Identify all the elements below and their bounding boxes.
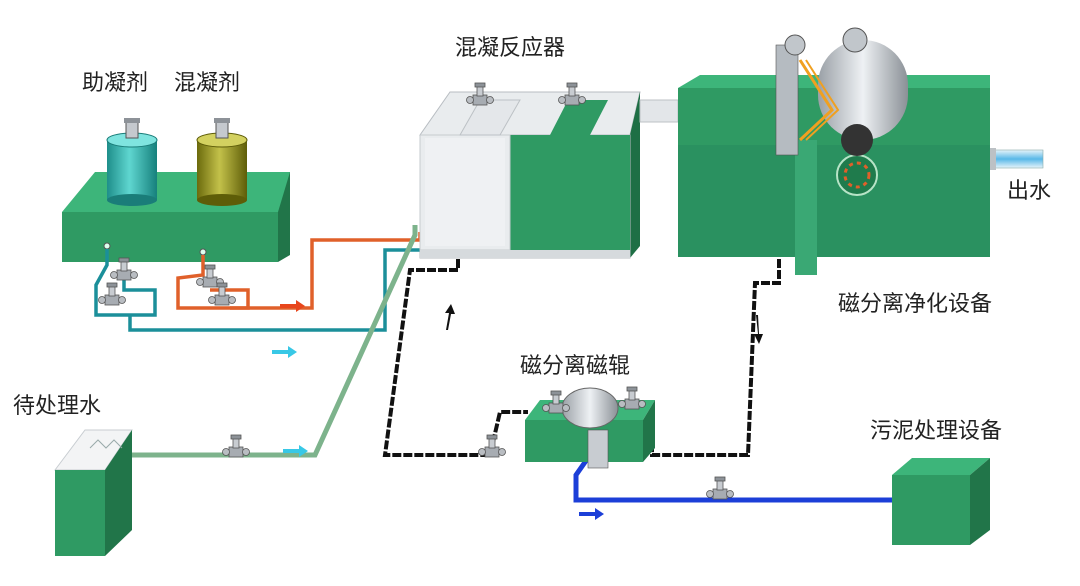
coagulant-tank — [196, 118, 248, 206]
valve-icon — [222, 434, 250, 458]
coagulant-aid-label: 助凝剂 — [82, 71, 149, 96]
coagulant-aid-tank — [106, 118, 158, 206]
valve-icon — [478, 434, 506, 458]
sludge-pipe — [573, 453, 892, 503]
outlet-pipe — [990, 148, 1044, 170]
coagulant-label: 混凝剂 — [174, 71, 241, 96]
outlet-label: 出水 — [1007, 179, 1052, 204]
raw-water-label: 待处理水 — [13, 394, 102, 419]
valve-icon — [98, 282, 126, 306]
drum-motor-icon — [618, 386, 646, 410]
flow-arrow-cyan-1 — [272, 346, 297, 358]
magnetic-drum-label: 磁分离磁辊 — [520, 354, 631, 379]
raw-water-pipe — [132, 225, 418, 458]
magnetic-separator — [678, 27, 990, 275]
coagulant-reactor — [419, 91, 679, 259]
flow-arrow-up — [445, 304, 455, 330]
separator-label: 磁分离净化设备 — [838, 292, 993, 317]
flow-arrow-blue — [579, 508, 604, 520]
flow-arrow-down-2 — [754, 315, 763, 344]
flow-arrow-orange — [280, 300, 305, 312]
raw-water-tank — [54, 429, 133, 556]
dosing-station — [62, 172, 290, 262]
sludge-treatment-unit — [892, 458, 990, 545]
sludge-label: 污泥处理设备 — [870, 419, 1003, 444]
valve-icon — [706, 476, 734, 500]
flow-arrow-cyan-2 — [283, 445, 308, 457]
reactor-label: 混凝反应器 — [455, 36, 566, 61]
